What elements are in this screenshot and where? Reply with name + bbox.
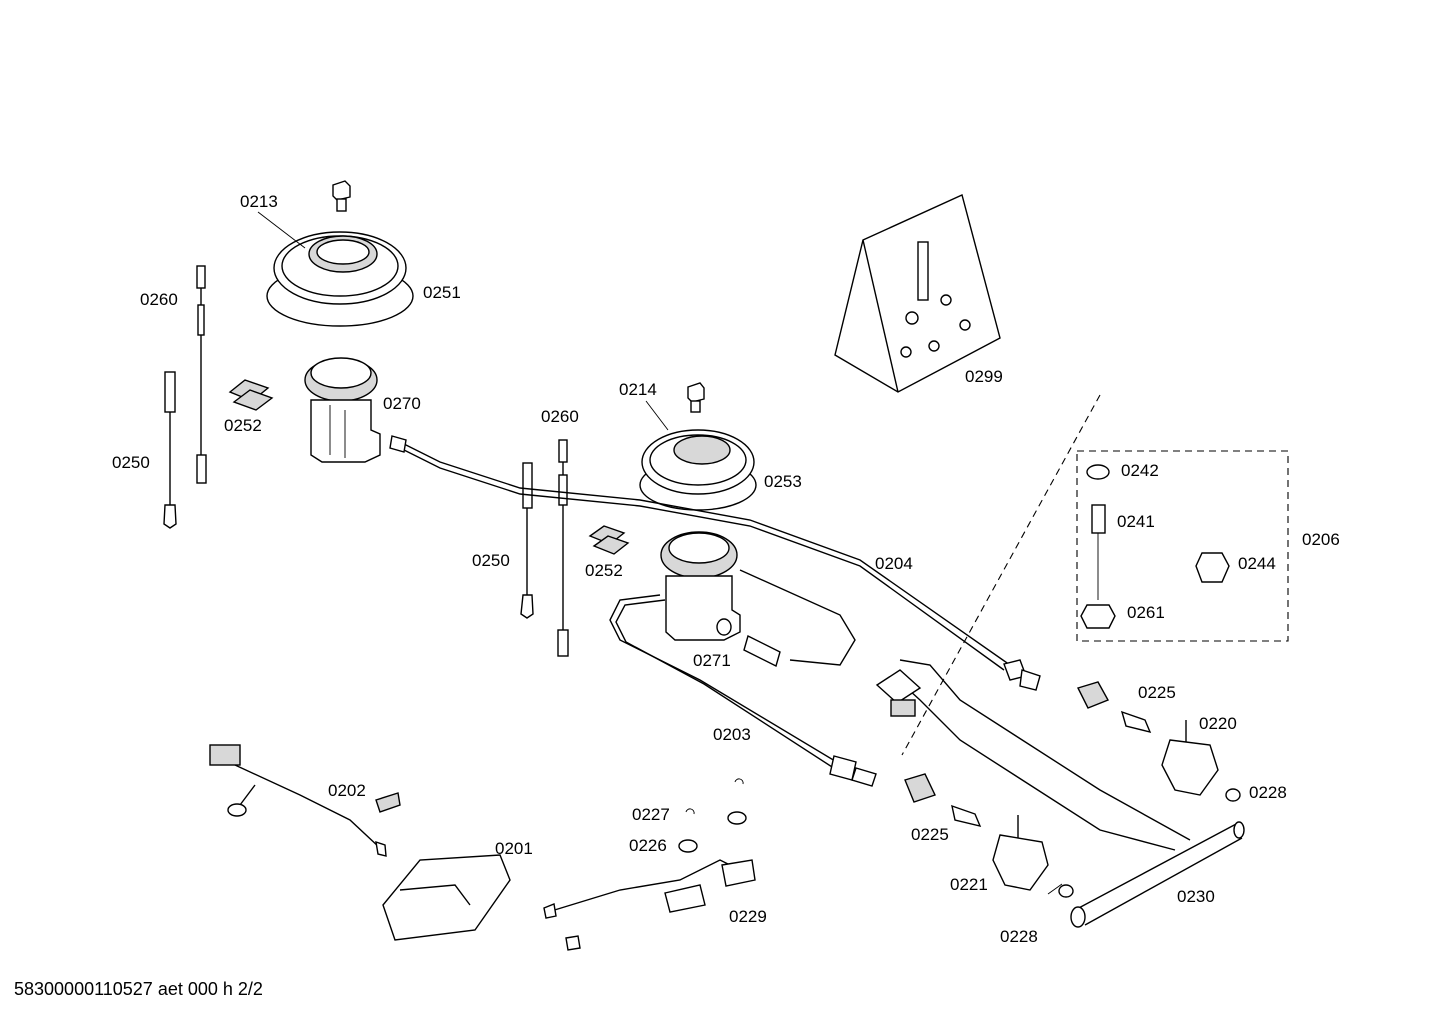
part-labels: 0213 0251 0260 0252 0270 0250 0214 0260 …: [112, 192, 1340, 946]
label-0206: 0206: [1302, 530, 1340, 549]
injector-0213-drawing: [332, 180, 351, 212]
washers-0226-0227-drawing: [678, 778, 747, 853]
label-0221: 0221: [950, 875, 988, 894]
burner-cap-0253-drawing: [639, 429, 757, 511]
label-0261: 0261: [1127, 603, 1165, 622]
gas-tap-0220-drawing: [1161, 720, 1219, 796]
label-0253: 0253: [764, 472, 802, 491]
label-0214: 0214: [619, 380, 657, 399]
label-0202: 0202: [328, 781, 366, 800]
burner-cap-0251-drawing: [266, 231, 414, 327]
ignition-electrode-0250-drawing: [163, 371, 177, 529]
burner-body-0271-drawing: [660, 531, 741, 641]
burner-body-0270-drawing: [304, 357, 381, 463]
injector-0214-drawing: [687, 382, 705, 413]
label-0203: 0203: [713, 725, 751, 744]
label-0260-b: 0260: [541, 407, 579, 426]
label-0227: 0227: [632, 805, 670, 824]
label-0226: 0226: [629, 836, 667, 855]
label-0260-a: 0260: [140, 290, 178, 309]
leader-lines: [257, 211, 1063, 895]
gas-tap-0221-drawing: [992, 815, 1049, 891]
label-0241: 0241: [1117, 512, 1155, 531]
label-0252-a: 0252: [224, 416, 262, 435]
gas-pipe-0204-drawing: [389, 435, 1041, 691]
label-0270: 0270: [383, 394, 421, 413]
jet-kit-bag-0299-drawing: [834, 194, 1001, 393]
ignition-switch-0229-drawing: [543, 859, 756, 951]
label-0201: 0201: [495, 839, 533, 858]
clip-0252-drawing: [228, 379, 274, 411]
manifold-0230-drawing: [875, 659, 1245, 928]
sleeves-0225-drawing: [904, 681, 1241, 898]
label-0225-b: 0225: [911, 825, 949, 844]
label-0271: 0271: [693, 651, 731, 670]
label-0220: 0220: [1199, 714, 1237, 733]
label-0228-b: 0228: [1000, 927, 1038, 946]
clip-0252-b-drawing: [588, 525, 630, 555]
label-0229: 0229: [729, 907, 767, 926]
label-0250-a: 0250: [112, 453, 150, 472]
gas-pipe-0203-drawing: [609, 569, 877, 787]
label-0251: 0251: [423, 283, 461, 302]
label-0244: 0244: [1238, 554, 1276, 573]
label-0242: 0242: [1121, 461, 1159, 480]
ignition-electrode-0250-b-drawing: [520, 462, 534, 619]
nut-kit-0206-drawing: [901, 394, 1289, 756]
label-0252-b: 0252: [585, 561, 623, 580]
label-0228-a: 0228: [1249, 783, 1287, 802]
thermocouple-0260-b-drawing: [557, 439, 569, 657]
label-0230: 0230: [1177, 887, 1215, 906]
drawing-reference-number: 58300000110527 aet 000 h 2/2: [14, 979, 263, 999]
label-0225-a: 0225: [1138, 683, 1176, 702]
label-0299: 0299: [965, 367, 1003, 386]
wiring-harness-0202-drawing: [209, 744, 401, 857]
label-0250-b: 0250: [472, 551, 510, 570]
label-0204: 0204: [875, 554, 913, 573]
spark-generator-0201-drawing: [382, 854, 511, 941]
label-0213: 0213: [240, 192, 278, 211]
thermocouple-0260-drawing: [196, 265, 207, 484]
